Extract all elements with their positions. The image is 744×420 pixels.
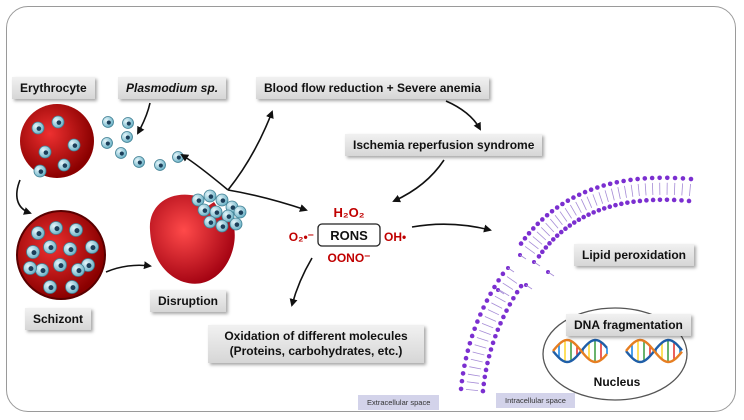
lipid-peroxidation-label: Lipid peroxidation	[574, 244, 694, 266]
merozoite	[121, 131, 133, 143]
merozoite	[209, 205, 223, 219]
merozoite	[154, 159, 166, 171]
parasite	[43, 280, 57, 294]
parasite	[65, 280, 79, 294]
merozoite	[122, 117, 134, 129]
merozoite	[229, 217, 243, 231]
arrow-erythrocyte-to-schizont	[16, 179, 32, 215]
arrow-rons-to-membrane	[411, 223, 492, 233]
merozoite	[215, 193, 229, 207]
parasite	[71, 263, 85, 277]
parasite	[69, 223, 83, 237]
ischemia-label: Ischemia reperfusion syndrome	[345, 134, 543, 156]
peroxynitrite-label: OONO⁻	[327, 251, 370, 265]
merozoite	[191, 193, 205, 207]
merozoite	[203, 189, 217, 203]
h2o2-label: H₂O₂	[333, 205, 364, 220]
merozoite	[102, 116, 114, 128]
oxidation-line1: Oxidation of different molecules	[224, 329, 408, 343]
parasite	[31, 121, 45, 135]
oxidation-line2: (Proteins, carbohydrates, etc.)	[229, 344, 403, 358]
cell-membrane	[458, 175, 694, 394]
erythrocyte-parasites	[31, 115, 81, 178]
parasite	[33, 164, 47, 178]
disruption-label: Disruption	[150, 290, 226, 312]
merozoite	[221, 209, 235, 223]
merozoite	[101, 137, 113, 149]
intracellular-space-label: Intracellular space	[496, 393, 575, 408]
erythrocyte-cell	[20, 104, 94, 178]
merozoite	[233, 205, 247, 219]
arrow-plasmodium-to-merozoites	[137, 102, 151, 135]
parasite	[38, 145, 52, 159]
merozoite	[197, 203, 211, 217]
parasite	[35, 263, 49, 277]
plasmodium-label: Plasmodium sp.	[118, 77, 227, 99]
arrow-to-ischemia	[445, 100, 481, 131]
arrow-schizont-to-disruption	[105, 261, 152, 273]
merozoite	[172, 151, 184, 163]
dna-helix	[552, 338, 683, 364]
hydroxyl-label: OH•	[384, 230, 406, 244]
superoxide-label: O₂•⁻	[289, 230, 314, 244]
schizont-cell	[16, 210, 106, 300]
arrow-to-blood-flow	[227, 110, 274, 191]
blood-flow-label: Blood flow reduction + Severe anemia	[256, 77, 490, 99]
extracellular-space-label: Extracellular space	[358, 395, 440, 410]
schizont-label: Schizont	[25, 308, 91, 330]
arrow-rons-to-oxidation	[289, 257, 313, 307]
parasite	[49, 221, 63, 235]
rons-box	[317, 223, 381, 247]
parasite	[31, 226, 45, 240]
rons-label: RONS	[330, 228, 368, 243]
parasite	[53, 258, 67, 272]
schizont-parasites	[23, 221, 99, 294]
arrow-to-rons	[227, 189, 308, 212]
burst-merozoites	[191, 189, 247, 233]
oxidation-label: Oxidation of different molecules (Protei…	[208, 325, 424, 363]
arrow-to-merozoites	[180, 153, 229, 191]
parasite	[85, 240, 99, 254]
parasite	[57, 158, 71, 172]
free-merozoites	[101, 116, 184, 171]
erythrocyte-label: Erythrocyte	[12, 77, 95, 99]
parasite	[67, 138, 81, 152]
merozoite	[133, 156, 145, 168]
nucleus-label: Nucleus	[594, 375, 641, 389]
parasite	[63, 242, 77, 256]
parasite	[51, 115, 65, 129]
merozoite	[215, 219, 229, 233]
parasite	[23, 261, 37, 275]
disrupted-cell	[149, 189, 247, 284]
parasite	[26, 245, 40, 259]
merozoite	[115, 147, 127, 159]
dna-fragmentation-label: DNA fragmentation	[566, 314, 691, 336]
arrow-ischemia-to-rons	[392, 159, 445, 203]
merozoite	[203, 215, 217, 229]
parasite	[43, 240, 57, 254]
